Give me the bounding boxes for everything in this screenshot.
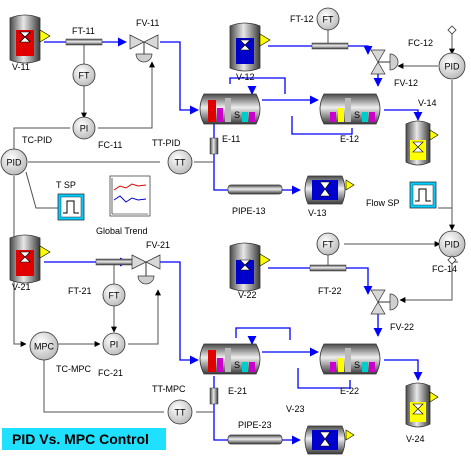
- flow-sp-setpoint[interactable]: [409, 181, 437, 209]
- fc21-symbol: PI: [110, 340, 119, 350]
- tank-v23[interactable]: [304, 425, 355, 455]
- fc21-controller[interactable]: PI: [102, 332, 126, 356]
- tank-v13[interactable]: [304, 175, 355, 205]
- tcpid-controller[interactable]: PID: [0, 148, 28, 176]
- ttpid-transmitter[interactable]: TT: [167, 149, 193, 175]
- junction-diamond: [447, 25, 457, 35]
- pipe-13[interactable]: [227, 184, 283, 195]
- tank-v24[interactable]: [405, 382, 439, 428]
- heat-exchanger-e21[interactable]: S: [199, 343, 261, 375]
- label-fv22: FV-22: [390, 322, 414, 332]
- label-ttmpc: TT-MPC: [152, 384, 186, 394]
- tcpid-symbol: PID: [6, 158, 22, 168]
- valve-fv22[interactable]: [370, 289, 399, 315]
- ttpid-symbol: TT: [175, 158, 186, 168]
- label-tcpid: TC-PID: [22, 135, 52, 145]
- ttmpc-symbol: TT: [175, 408, 186, 418]
- label-v11: V-11: [12, 62, 30, 72]
- valve-fv11[interactable]: [129, 34, 159, 63]
- ft12-symbol: FT: [323, 15, 334, 25]
- label-ft21: FT-21: [68, 286, 92, 296]
- label-fc11: FC-11: [98, 140, 122, 150]
- pipe-23[interactable]: [227, 434, 283, 445]
- ft22-transmitter[interactable]: FT: [316, 232, 340, 256]
- junction-diamond: [447, 255, 457, 265]
- label-ft22: FT-22: [318, 286, 342, 296]
- equipment-labels: V-11 FT-11 FV-11 FC-11 TC-PID TT-PID E-1…: [12, 14, 457, 444]
- label-ft12: FT-12: [290, 14, 314, 24]
- tank-v11[interactable]: [9, 14, 51, 64]
- hx-s-label: S: [354, 360, 360, 370]
- tcmpc-symbol: MPC: [34, 342, 55, 352]
- tank-v22[interactable]: [229, 242, 271, 292]
- label-e22: E-22: [340, 386, 359, 396]
- ft11-transmitter[interactable]: FT: [72, 63, 96, 87]
- label-e12: E-12: [340, 134, 359, 144]
- label-fv21: FV-21: [146, 240, 170, 250]
- label-fc12: FC-12: [408, 38, 433, 48]
- label-v22: V-22: [238, 290, 257, 300]
- label-globaltrend: Global Trend: [96, 226, 148, 236]
- fc11-controller[interactable]: PI: [72, 116, 96, 140]
- fc11-symbol: PI: [80, 124, 89, 134]
- label-fc21: FC-21: [98, 368, 123, 378]
- ft22-symbol: FT: [323, 240, 334, 250]
- label-v14: V-14: [418, 98, 437, 108]
- label-v12: V-12: [236, 72, 255, 82]
- label-pipe23: PIPE-23: [238, 420, 272, 430]
- t-sp-setpoint[interactable]: [57, 193, 85, 221]
- hx-s-label: S: [234, 360, 240, 370]
- label-v13: V-13: [308, 208, 327, 218]
- label-v23: V-23: [286, 404, 305, 414]
- valve-fv12[interactable]: [370, 49, 399, 75]
- label-v21: V-21: [12, 282, 31, 292]
- tank-v21[interactable]: [9, 234, 51, 284]
- valve-fv21[interactable]: [131, 254, 161, 285]
- hx-s-label: S: [234, 110, 240, 120]
- heat-exchanger-e11[interactable]: S: [199, 93, 261, 125]
- flow-element-segments: [65, 38, 349, 405]
- label-ft11: FT-11: [72, 26, 95, 36]
- label-tcmpc: TC-MPC: [56, 364, 91, 374]
- label-pipe13: PIPE-13: [232, 206, 266, 216]
- label-ttpid: TT-PID: [152, 138, 181, 148]
- label-e11: E-11: [222, 134, 240, 144]
- fc12-controller[interactable]: PID: [438, 52, 466, 80]
- ttmpc-transmitter[interactable]: TT: [167, 399, 193, 425]
- label-v24: V-24: [406, 434, 425, 444]
- fc12-symbol: PID: [444, 62, 460, 72]
- label-flowsp: Flow SP: [366, 198, 400, 208]
- fc14-symbol: PID: [444, 240, 460, 250]
- label-e21: E-21: [228, 386, 247, 396]
- label-tsp: T SP: [56, 180, 76, 190]
- label-fv12: FV-12: [394, 78, 418, 88]
- label-fv11: FV-11: [136, 18, 159, 28]
- page-title-banner: PID Vs. MPC Control: [2, 428, 166, 450]
- tcmpc-controller[interactable]: MPC: [29, 331, 59, 361]
- signal-lines: [13, 30, 458, 413]
- ft11-symbol: FT: [79, 71, 90, 81]
- ft21-transmitter[interactable]: FT: [102, 283, 126, 307]
- ft12-transmitter[interactable]: FT: [316, 7, 340, 31]
- label-fc14: FC-14: [432, 264, 457, 274]
- fc14-controller[interactable]: PID: [438, 230, 466, 258]
- process-lines-upper: [44, 37, 423, 195]
- ft21-symbol: FT: [109, 291, 120, 301]
- process-lines-lower: [44, 257, 423, 445]
- global-trend-chart[interactable]: [109, 175, 151, 217]
- tank-v12[interactable]: [229, 22, 271, 72]
- heat-exchanger-e22[interactable]: S: [319, 343, 381, 375]
- tank-v14[interactable]: [405, 120, 439, 166]
- hx-s-label: S: [354, 110, 360, 120]
- heat-exchanger-e12[interactable]: S: [319, 93, 381, 125]
